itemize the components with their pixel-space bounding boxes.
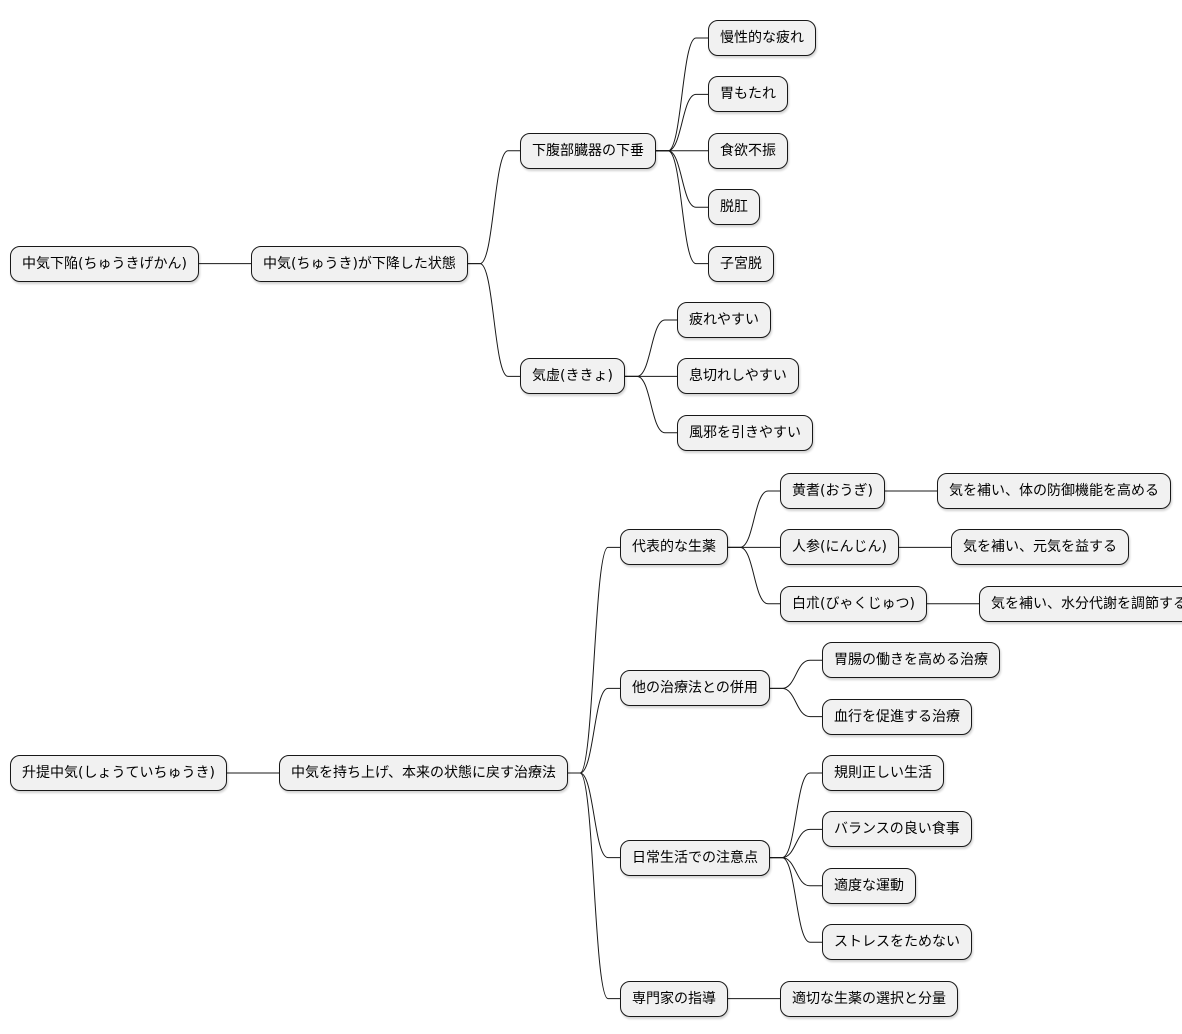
node-d3: 白朮(びゃくじゅつ) <box>780 585 927 622</box>
node-d3: 黄耆(おうぎ) <box>780 473 885 509</box>
node-d3: 胃もたれ <box>708 76 788 113</box>
node-d0: 中気下陥(ちゅうきげかん) <box>10 245 199 282</box>
connector-line <box>770 857 822 887</box>
connector-line <box>468 150 520 265</box>
node-d3: 風邪を引きやすい <box>677 414 813 451</box>
connector-line <box>770 659 822 689</box>
connector-line <box>656 150 708 208</box>
connector-line <box>728 490 780 548</box>
node-d3: 慢性的な疲れ <box>708 20 816 56</box>
connector-line <box>770 828 822 859</box>
connector-line <box>625 375 677 434</box>
node-d3: 食欲不振 <box>708 132 788 169</box>
node-d3: 人参(にんじん) <box>780 529 899 566</box>
node-d3: 胃腸の働きを高める治療 <box>822 642 1000 679</box>
node-d0: 升提中気(しょうていちゅうき) <box>10 755 227 791</box>
node-d3: 規則正しい生活 <box>822 755 944 791</box>
node-d2: 他の治療法との併用 <box>620 670 770 707</box>
connector-line <box>770 772 822 859</box>
node-d1: 中気(ちゅうき)が下降した状態 <box>251 245 468 282</box>
node-d4: 気を補い、水分代謝を調節する <box>979 585 1182 622</box>
connector-line <box>656 37 708 152</box>
connector-line <box>568 772 620 1000</box>
connector-line <box>568 546 620 774</box>
connector-line <box>656 93 708 152</box>
connector-line <box>770 857 822 943</box>
node-d2: 専門家の指導 <box>620 980 728 1017</box>
connector-line <box>568 687 620 774</box>
node-d3: 血行を促進する治療 <box>822 698 972 735</box>
node-d3: ストレスをためない <box>822 924 972 961</box>
connector-line <box>625 319 677 377</box>
node-d2: 下腹部臓器の下垂 <box>520 132 656 169</box>
node-d3: バランスの良い食事 <box>822 811 972 848</box>
connector-line <box>728 546 780 605</box>
node-d3: 適切な生薬の選択と分量 <box>780 980 958 1017</box>
node-d3: 息切れしやすい <box>677 358 799 395</box>
node-d2: 気虚(ききょ) <box>520 358 625 395</box>
connector-line <box>468 263 520 377</box>
connector-line <box>568 772 620 859</box>
node-d3: 脱肛 <box>708 189 760 226</box>
connector-line <box>770 687 822 718</box>
node-d4: 気を補い、体の防御機能を高める <box>937 473 1171 509</box>
node-d3: 疲れやすい <box>677 302 771 338</box>
node-d3: 適度な運動 <box>822 867 916 904</box>
node-d2: 代表的な生薬 <box>620 529 728 566</box>
connector-line <box>656 150 708 265</box>
node-d3: 子宮脱 <box>708 245 774 282</box>
node-d2: 日常生活での注意点 <box>620 839 770 876</box>
node-d1: 中気を持ち上げ、本来の状態に戻す治療法 <box>279 755 569 791</box>
node-d4: 気を補い、元気を益する <box>951 529 1129 566</box>
